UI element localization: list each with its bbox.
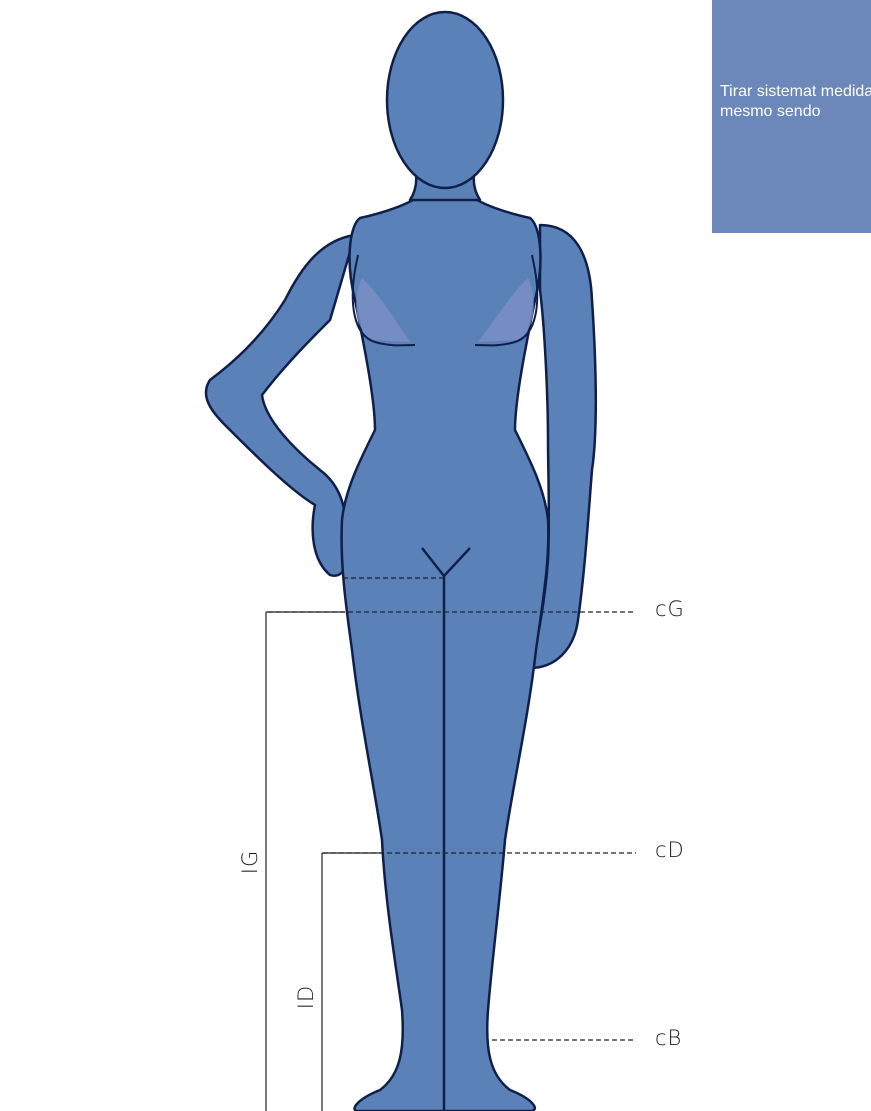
label-IG: IG: [238, 850, 262, 874]
left-arm: [206, 235, 355, 576]
label-cB: cB: [655, 1026, 682, 1050]
label-cD: cD: [655, 838, 685, 862]
label-cG: cG: [655, 597, 685, 621]
note-box: Tirar sistemat medidas a 100 mesmo sendo: [712, 0, 871, 233]
mannequin-figure: [206, 12, 596, 1111]
label-ID: ID: [294, 985, 318, 1009]
note-text: Tirar sistemat medidas a 100 mesmo sendo: [720, 82, 871, 122]
head: [387, 12, 503, 188]
